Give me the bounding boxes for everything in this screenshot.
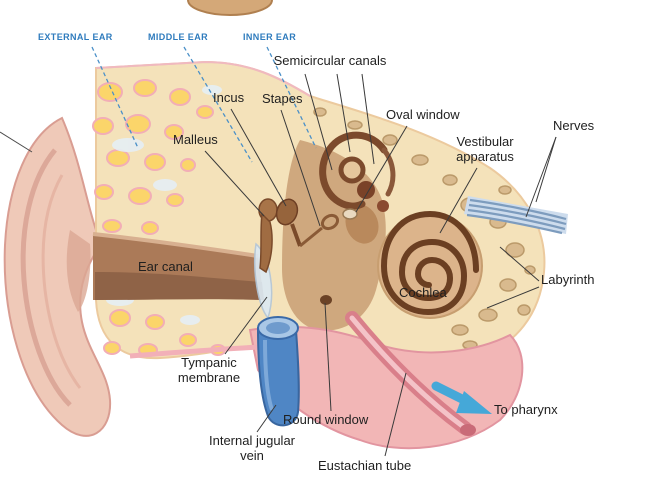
region-header-middle-ear: MIDDLE EAR	[148, 32, 208, 42]
cochlea-shape	[377, 210, 483, 319]
leader-lines	[204, 73, 557, 457]
region-header-external-ear: EXTERNAL EAR	[38, 32, 113, 42]
semicircular-canals-shape	[319, 131, 396, 210]
cochlea-spiral	[380, 210, 479, 316]
label-nerves: Nerves	[553, 118, 595, 133]
label-oval-window: Oval window	[386, 107, 460, 122]
nerves-shape	[464, 196, 568, 235]
label-eustachian-tube: Eustachian tube	[318, 458, 412, 473]
label-malleus: Malleus	[173, 132, 218, 147]
pharynx-arrow	[431, 381, 492, 414]
spongy-bone-cells	[92, 79, 226, 357]
label-incus: Incus	[213, 90, 245, 105]
ear-canal-tube	[92, 232, 264, 300]
region-header-inner-ear: INNER EAR	[243, 32, 297, 42]
vestibular-apparatus-shape	[345, 181, 389, 244]
region-guide-lines	[91, 46, 317, 163]
label-labyrinth: Labyrinth	[541, 272, 595, 287]
label-to-pharynx: To pharynx	[494, 402, 558, 417]
cropped-leader-line	[0, 131, 33, 153]
label-semicircular-canals: Semicircular canals	[273, 53, 387, 68]
oval-window-shape	[342, 208, 358, 220]
eustachian-tube	[345, 311, 476, 436]
label-internal-jugular-vein: Internal jugular vein	[209, 433, 295, 463]
label-round-window: Round window	[283, 412, 369, 427]
label-tympanic-membrane: Tympanic membrane	[177, 355, 241, 385]
ossicles	[258, 198, 340, 274]
label-ear-canal: Ear canal	[138, 259, 193, 274]
label-cochlea: Cochlea	[399, 285, 447, 300]
top-cropped-structure	[187, 0, 273, 16]
internal-jugular-vein-shape	[256, 316, 300, 427]
round-window-shape	[320, 295, 332, 305]
label-vestibular-apparatus: Vestibular apparatus	[456, 134, 514, 164]
label-stapes: Stapes	[262, 91, 303, 106]
